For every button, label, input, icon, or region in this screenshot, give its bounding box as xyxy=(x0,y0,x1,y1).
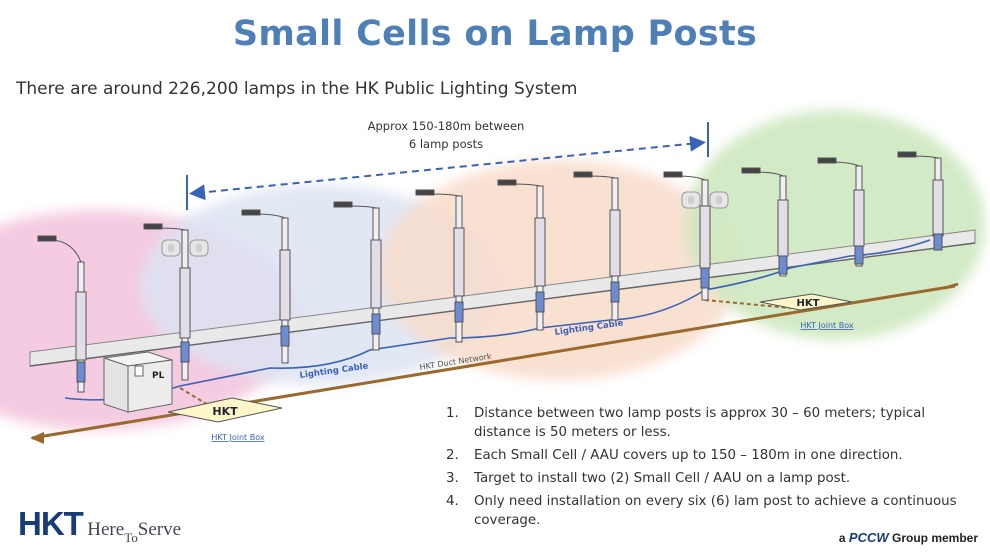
note-item: 2.Each Small Cell / AAU covers up to 150… xyxy=(446,448,903,463)
lamp-post xyxy=(497,179,546,331)
lamp-post xyxy=(741,167,789,277)
small-cell-antennas xyxy=(161,191,729,257)
pl-cabinet: PL xyxy=(103,351,173,413)
hkt-logo-text: HKT xyxy=(18,505,84,542)
brand-tagline-here: Here xyxy=(87,519,125,540)
joint-box-right-caption: HKT Joint Box xyxy=(800,321,853,330)
lamp-post xyxy=(817,157,865,267)
hkt-brand-logo: HKT HereToServe xyxy=(18,505,182,545)
lamp-post xyxy=(663,171,711,301)
joint-box-right-badge: HKT xyxy=(797,298,820,309)
notes-list: 1.Distance between two lamp posts is app… xyxy=(446,404,966,534)
lamp-post xyxy=(573,171,621,321)
lamp-post xyxy=(415,189,465,343)
span-label-line1: Approx 150-180m between xyxy=(368,119,525,133)
coverage-zone-orange xyxy=(380,160,740,380)
distance-marker: Approx 150-180m between 6 lamp posts xyxy=(186,119,709,210)
footer-pccw: PCCW xyxy=(848,530,889,545)
note-item: 1.Distance between two lamp posts is app… xyxy=(446,406,926,440)
lamp-post xyxy=(143,223,191,381)
note-item: 4.Only need installation on every six (6… xyxy=(446,494,957,528)
slide-subtitle: There are around 226,200 lamps in the HK… xyxy=(16,79,578,99)
lamp-post xyxy=(333,201,382,351)
brand-tagline-serve: Serve xyxy=(137,519,182,540)
footer-part1: a xyxy=(838,531,846,545)
pccw-footer: a PCCW Group member xyxy=(839,530,978,545)
joint-box-left-caption: HKT Joint Box xyxy=(211,433,264,442)
lamp-post xyxy=(241,209,291,364)
lamp-post xyxy=(897,151,944,251)
footer-part3: Group member xyxy=(891,531,978,545)
small-cell-unit xyxy=(681,191,729,209)
brand-tagline-to: To xyxy=(124,530,138,545)
slide-title: Small Cells on Lamp Posts xyxy=(232,14,758,54)
joint-box-left: HKT HKT Joint Box xyxy=(167,397,283,442)
span-label-line2: 6 lamp posts xyxy=(409,137,483,151)
joint-box-left-badge: HKT xyxy=(212,405,238,418)
joint-box-right: HKT HKT Joint Box xyxy=(759,293,854,330)
lamp-posts xyxy=(37,151,944,393)
small-cell-unit xyxy=(161,239,209,257)
pl-label: PL xyxy=(152,371,165,381)
lamp-post xyxy=(37,235,87,393)
note-item: 3.Target to install two (2) Small Cell /… xyxy=(446,471,851,486)
